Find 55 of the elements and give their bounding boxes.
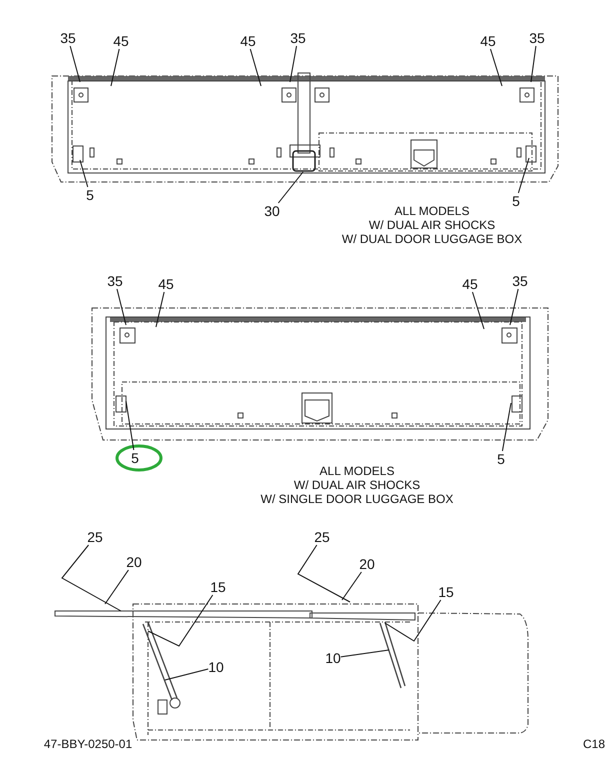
callout-number: 45 [480,33,496,49]
callout-number: 5 [497,451,505,467]
leader-line [110,48,120,86]
leader-line [472,292,484,330]
leader-line [518,158,530,194]
callout-number: 35 [529,30,545,46]
callout-number: 10 [208,659,224,675]
leader-line [164,668,209,680]
callout-number: 15 [210,579,226,595]
callout-number: 35 [290,30,306,46]
caption-text: ALL MODELS [320,464,394,478]
leader-line [510,288,519,326]
caption-text: W/ DUAL AIR SHOCKS [294,478,420,492]
leader-line [70,46,80,82]
leader-line [340,650,390,658]
callout-number: 45 [240,33,256,49]
callout-number: 25 [87,529,103,545]
callout-number: 5 [86,187,94,203]
leader-line [61,544,122,612]
callout-number: 30 [264,203,280,219]
callout-number: 45 [158,276,174,292]
leader-line [116,288,126,326]
caption-text: W/ DUAL AIR SHOCKS [368,218,496,232]
caption-text: W/ SINGLE DOOR LUGGAGE BOX [260,492,454,506]
callout-number: 25 [314,529,330,545]
drawing-number: 47-BBY-0250-01 [44,737,132,751]
leader-line [384,600,442,642]
callout-number: 35 [512,273,528,289]
single-door-luggage-box-drawing [92,308,548,440]
leader-line [490,48,502,86]
callout-number: 35 [60,30,76,46]
leader-line [290,46,298,82]
callout-number: 45 [113,33,129,49]
leader-line [104,570,129,604]
callout-number: 35 [107,273,123,289]
page-code: C18 [583,737,605,751]
caption-text: ALL MODELS [394,204,470,218]
caption-text: W/ DUAL DOOR LUGGAGE BOX [342,232,522,246]
leader-line [80,160,88,188]
callout-number: 45 [462,276,478,292]
leader-line [156,292,165,328]
leader-line [278,172,304,204]
leader-line [297,544,350,602]
dual-door-luggage-box-drawing [52,72,558,182]
callout-number: 5 [512,193,520,209]
callout-number: 10 [325,650,341,666]
callout-number: 20 [359,556,375,572]
leader-line [530,46,536,82]
callout-number: 5 [131,450,139,466]
callout-number: 20 [126,554,142,570]
leader-line [250,48,262,86]
leader-line [502,402,512,452]
leader-line [342,572,362,600]
open-luggage-box-side-drawing [54,604,528,740]
callout-number: 15 [438,584,454,600]
